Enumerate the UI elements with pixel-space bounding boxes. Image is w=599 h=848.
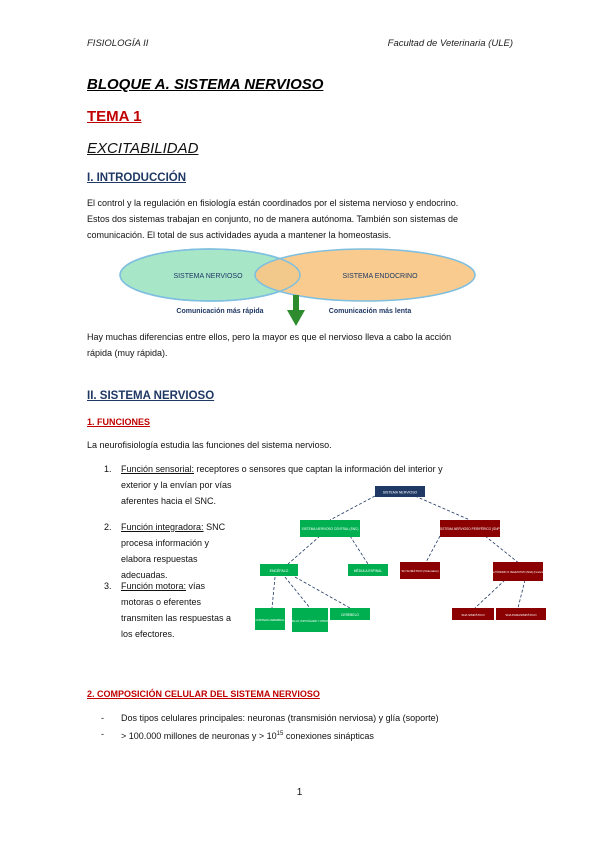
tree-node-somatico xyxy=(400,562,440,579)
down-arrow-icon xyxy=(287,295,305,326)
topic-title: EXCITABILIDAD xyxy=(87,140,199,157)
bullet-item: > 100.000 millones de neuronas y > 1015 … xyxy=(121,731,374,741)
tree-node-autonomo xyxy=(493,562,543,581)
venn-left-caption: Comunicación más rápida xyxy=(176,308,263,315)
header-right: Facultad de Veterinaria (ULE) xyxy=(387,38,513,49)
header-left: FISIOLOGÍA II xyxy=(87,38,149,49)
nervous-system-tree: SISTEMA NERVIOSO SISTEMA NERVIOSO CENTRA… xyxy=(255,486,549,632)
intro-line: Estos dos sistemas trabajan en conjunto,… xyxy=(87,214,459,224)
composicion-heading: 2. COMPOSICIÓN CELULAR DEL SISTEMA NERVI… xyxy=(87,689,320,699)
tree-node-autonomo-label: SN AUTÓNOMO O VEGETATIVO (SNA) (Involunt… xyxy=(488,571,549,574)
tree-node-root-label: SISTEMA NERVIOSO xyxy=(383,491,418,495)
function-item-sensorial: Función sensorial: receptores o sensores… xyxy=(121,464,443,506)
venn-right-ellipse xyxy=(254,248,476,302)
bullet-item: Dos tipos celulares principales: neurona… xyxy=(121,713,439,723)
tema-title: TEMA 1 xyxy=(87,108,142,125)
tree-node-encefalo-label: ENCÉFALO xyxy=(270,568,289,573)
bullet-dash: - xyxy=(101,713,104,723)
function-item-integradora: Función integradora: SNC procesa informa… xyxy=(121,522,226,580)
venn-right-label: SISTEMA ENDOCRINO xyxy=(342,273,418,280)
bullet-dash: - xyxy=(101,729,104,739)
tree-node-corteza xyxy=(255,608,285,630)
function-title: Función motora: xyxy=(121,581,187,591)
page-number: 1 xyxy=(296,787,303,798)
tree-node-corteza-label: CORTEZA CEREBRAL xyxy=(255,618,284,622)
difference-paragraph: Hay muchas diferencias entre ellos, pero… xyxy=(87,329,527,361)
tree-node-parasimpatico-label: SNA PARASIMPÁTICO xyxy=(505,613,537,617)
function-number: 3. xyxy=(104,581,112,591)
section-introduccion-heading: I. INTRODUCCIÓN xyxy=(87,172,187,184)
tree-node-encefalo xyxy=(260,564,298,576)
intro-line: El control y la regulación en fisiología… xyxy=(87,198,459,208)
function-title: Función sensorial: xyxy=(121,464,195,474)
function-title: Función integradora: xyxy=(121,522,204,532)
function-item-motora: Función motora: vías motoras o eferentes… xyxy=(121,581,232,639)
tree-node-medula xyxy=(348,564,388,576)
tree-node-cerebelo xyxy=(330,608,370,620)
tree-node-snp xyxy=(440,520,500,537)
block-title: BLOQUE A. SISTEMA NERVIOSO xyxy=(87,76,324,93)
section-sistema-nervioso-heading: II. SISTEMA NERVIOSO xyxy=(87,390,215,402)
tree-node-root xyxy=(375,486,425,497)
tree-node-tallo-label: TALLO, HIPOTÁLAMO Y OTROS xyxy=(291,620,329,623)
tree-node-tallo xyxy=(292,608,328,632)
tree-node-somatico-label: SN SOMÁTICO (Voluntario) xyxy=(401,569,438,573)
intro-paragraph: El control y la regulación en fisiología… xyxy=(87,195,527,243)
venn-right-caption: Comunicación más lenta xyxy=(329,308,412,315)
function-number: 2. xyxy=(104,522,112,532)
difference-line: rápida (muy rápida). xyxy=(87,348,168,358)
difference-line: Hay muchas diferencias entre ellos, pero… xyxy=(87,332,452,342)
tree-node-snc-label: SISTEMA NERVIOSO CENTRAL (SNC) xyxy=(302,527,359,531)
tree-node-snc xyxy=(300,520,360,537)
tree-node-simpatico xyxy=(452,608,494,620)
venn-left-label: SISTEMA NERVIOSO xyxy=(173,273,243,280)
tree-node-simpatico-label: SNA SIMPÁTICO xyxy=(461,613,485,617)
neurofisiologia-intro: La neurofisiología estudia las funciones… xyxy=(87,440,332,450)
tree-node-snp-label: SISTEMA NERVIOSO PERIFÉRICO (SNP) xyxy=(439,526,500,531)
tree-node-parasimpatico xyxy=(496,608,546,620)
funciones-heading: 1. FUNCIONES xyxy=(87,417,151,427)
intro-line: comunicación. El total de sus actividade… xyxy=(87,230,392,240)
function-number: 1. xyxy=(104,464,112,474)
tree-node-cerebelo-label: CEREBELO xyxy=(341,613,359,617)
venn-diagram: SISTEMA NERVIOSO SISTEMA ENDOCRINO Comun… xyxy=(119,248,476,326)
tree-node-medula-label: MÉDULA ESPINAL xyxy=(354,568,383,573)
